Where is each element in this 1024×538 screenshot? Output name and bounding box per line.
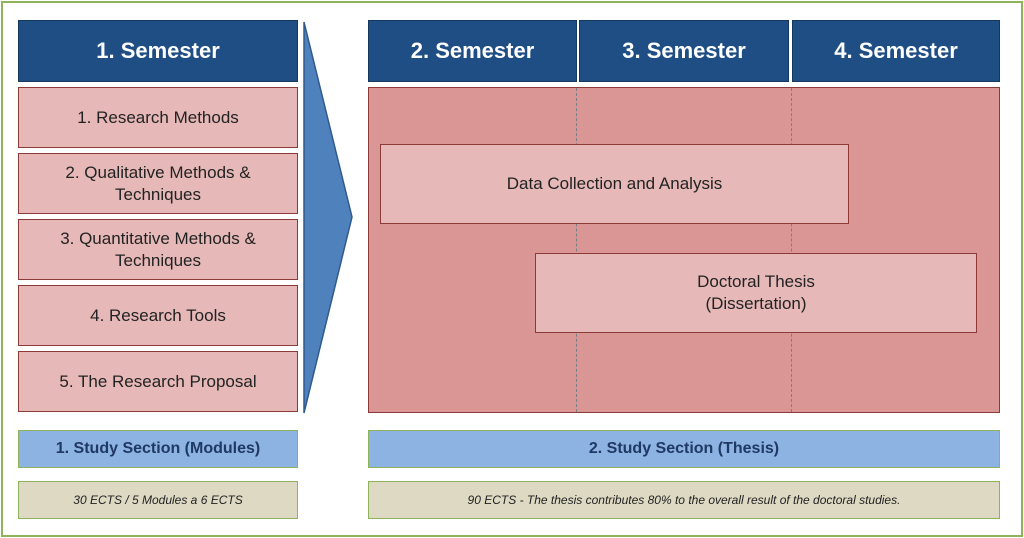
module-qualitative-methods: 2. Qualitative Methods & Techniques (18, 153, 298, 214)
module-quantitative-methods: 3. Quantitative Methods & Techniques (18, 219, 298, 280)
module-research-methods: 1. Research Methods (18, 87, 298, 148)
semester-3-header: 3. Semester (579, 20, 789, 82)
semester-2-header: 2. Semester (368, 20, 577, 82)
data-collection-bar: Data Collection and Analysis (380, 144, 849, 224)
modules-ects-note: 30 ECTS / 5 Modules a 6 ECTS (18, 481, 298, 519)
semester-1-header: 1. Semester (18, 20, 298, 82)
progress-arrow (303, 21, 353, 414)
module-research-proposal: 5. The Research Proposal (18, 351, 298, 412)
module-research-tools: 4. Research Tools (18, 285, 298, 346)
thesis-panel: Data Collection and Analysis Doctoral Th… (368, 87, 1000, 413)
semester-divider-3-4 (791, 88, 792, 412)
semester-4-header: 4. Semester (792, 20, 1000, 82)
study-section-modules: 1. Study Section (Modules) (18, 430, 298, 468)
study-section-thesis: 2. Study Section (Thesis) (368, 430, 1000, 468)
semester-divider-2-3 (576, 88, 577, 412)
thesis-ects-note: 90 ECTS - The thesis contributes 80% to … (368, 481, 1000, 519)
doctoral-thesis-bar: Doctoral Thesis (Dissertation) (535, 253, 977, 333)
